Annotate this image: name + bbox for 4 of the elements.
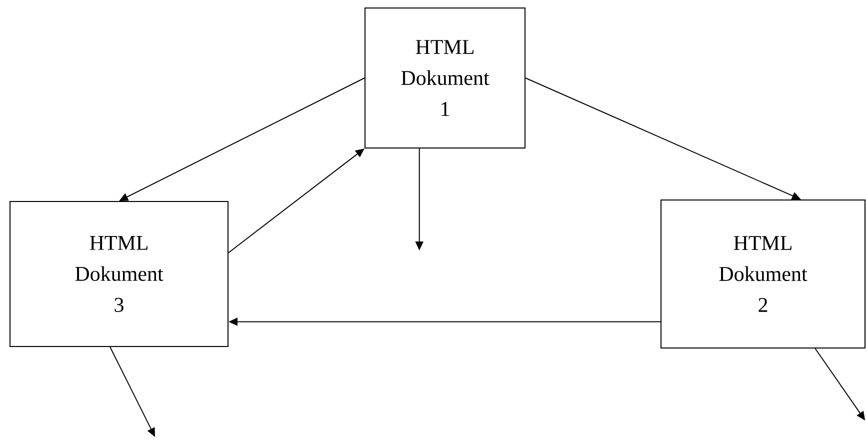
document-box: HTML Dokument 1 bbox=[364, 8, 526, 148]
arrow bbox=[228, 148, 364, 254]
document-box: HTML Dokument 3 bbox=[10, 201, 229, 347]
document-box: HTML Dokument 2 bbox=[660, 200, 866, 348]
